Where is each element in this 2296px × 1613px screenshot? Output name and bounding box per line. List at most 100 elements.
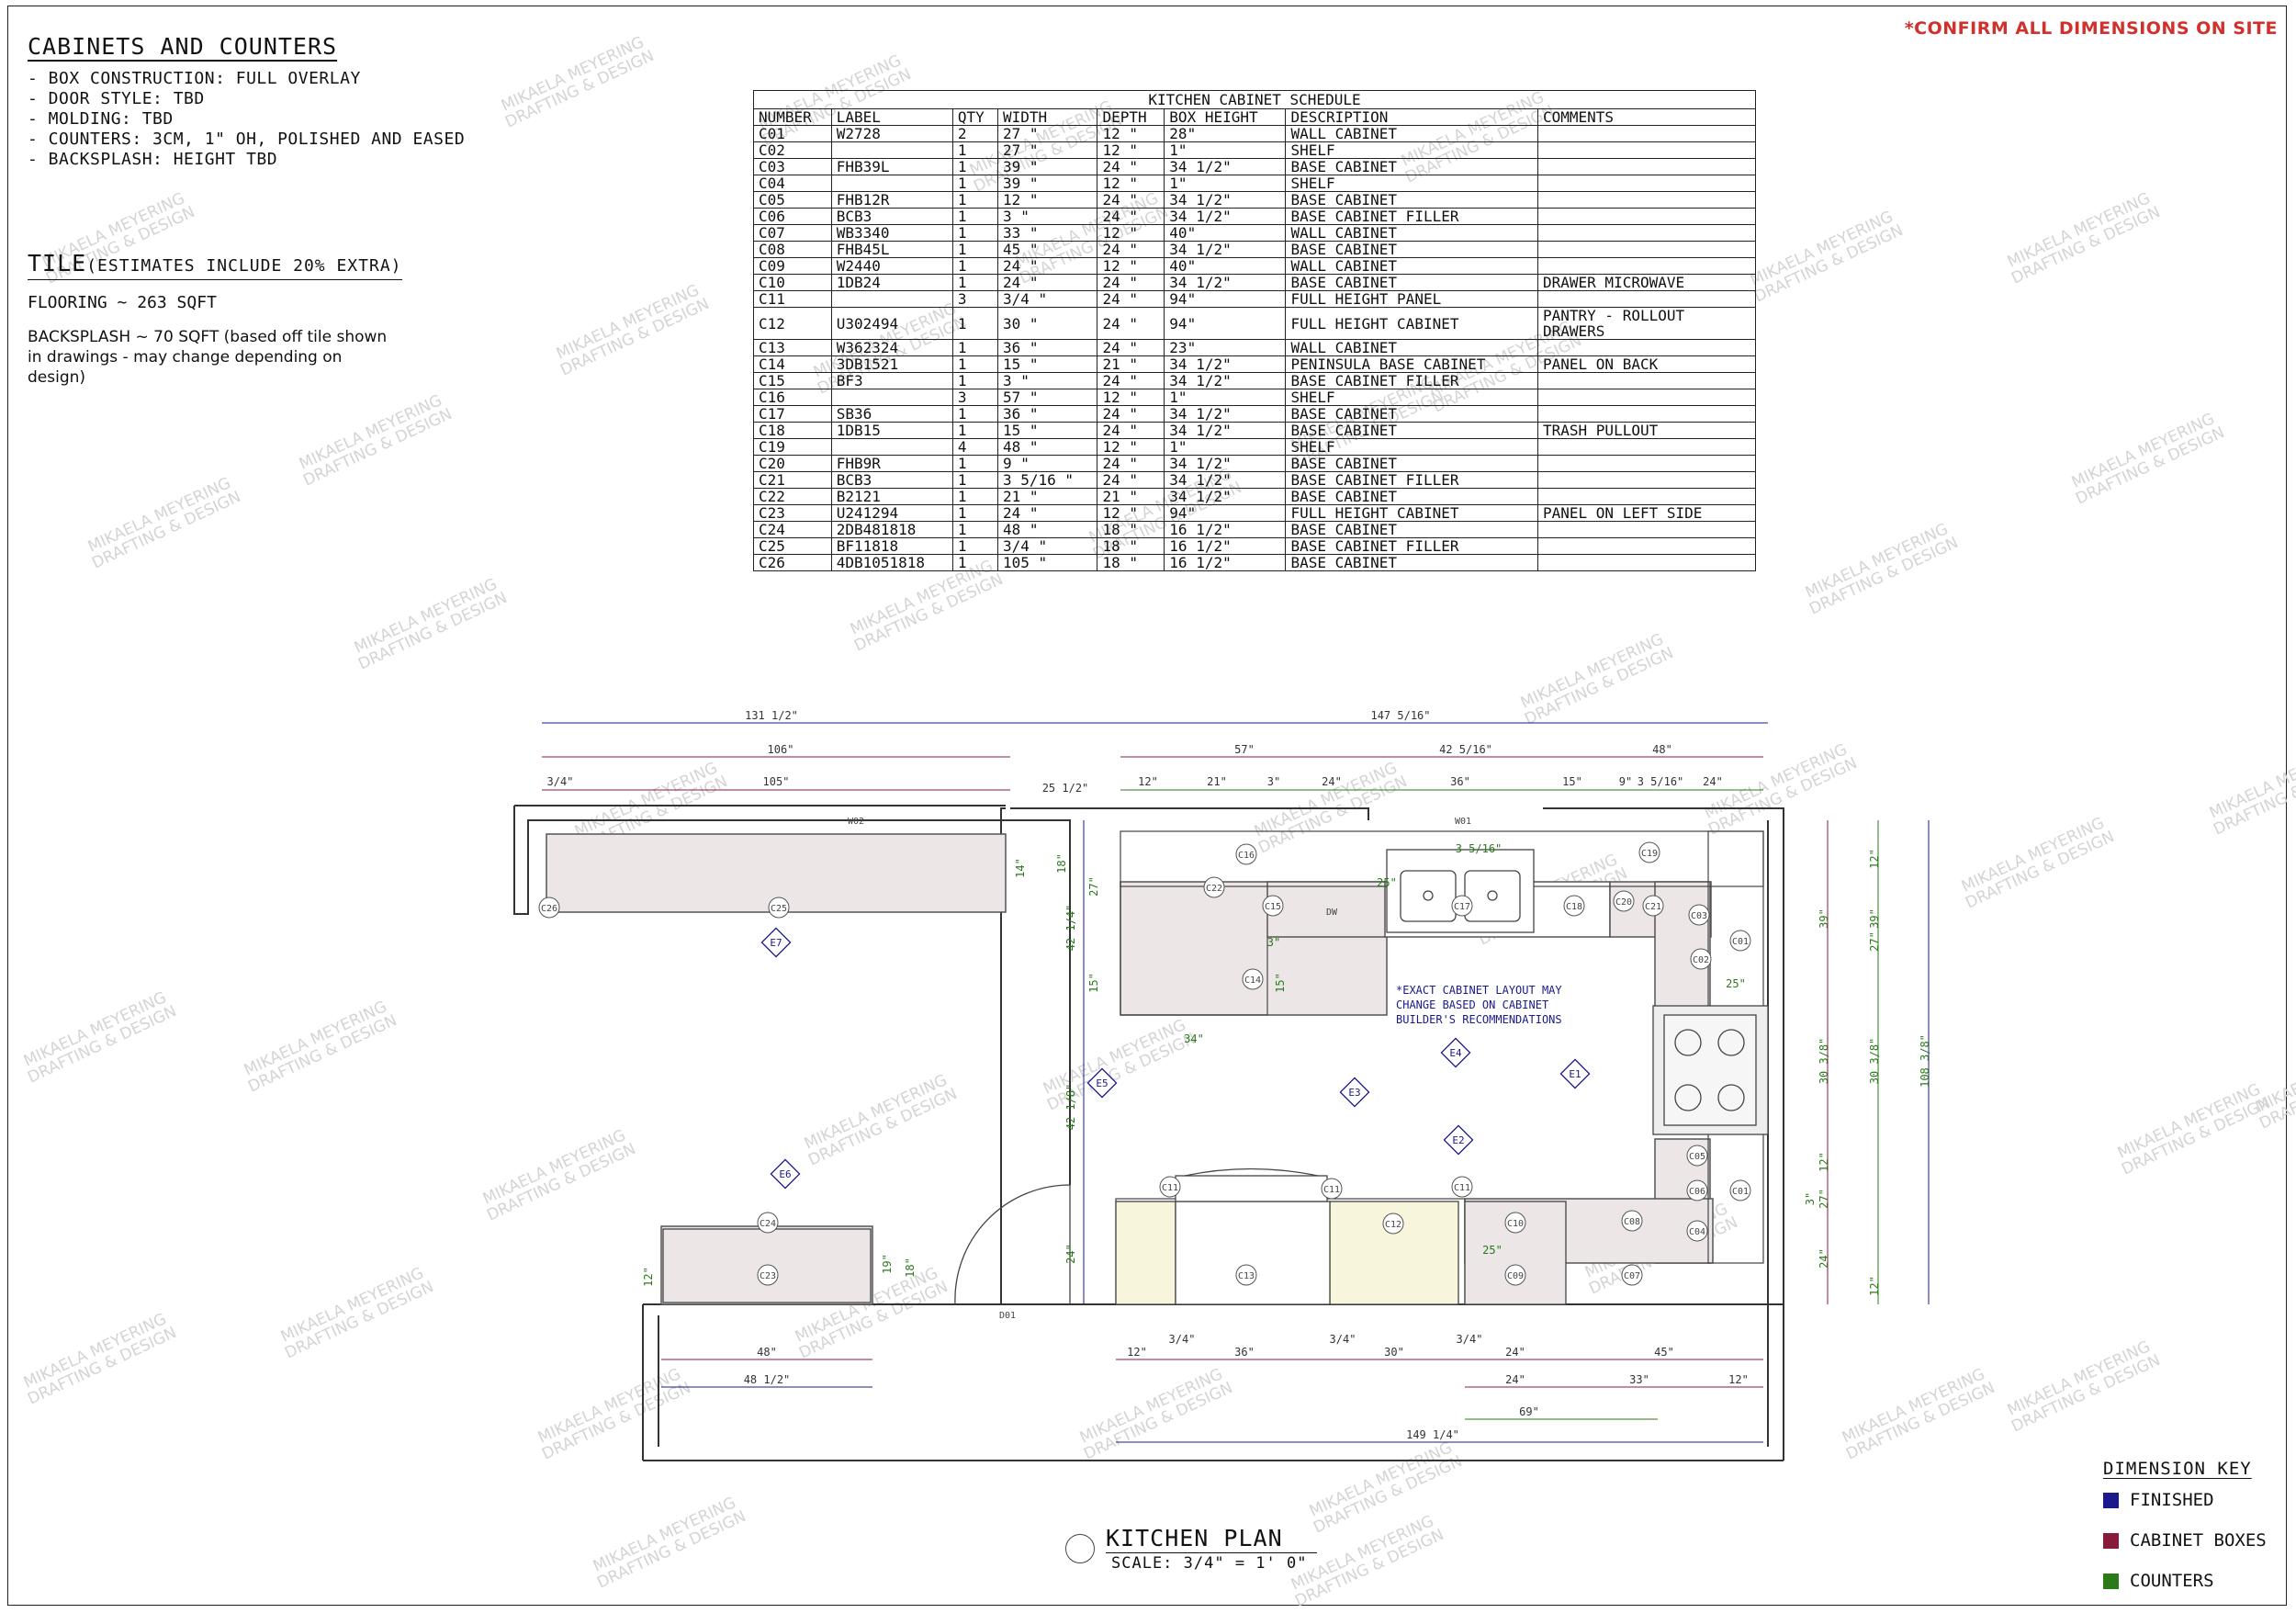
plan-note: *EXACT CABINET LAYOUT MAY CHANGE BASED O…: [1396, 984, 1562, 1026]
dimension-labels-left: 42 1/4"42 1/8"27"15"15"34"24"18"19"12"18…: [642, 842, 1746, 1287]
cabinet-tag-circle: [1235, 1264, 1257, 1286]
cabinet-tag-circle: [1638, 841, 1660, 863]
dimension-label: C05: [1689, 1152, 1705, 1162]
schedule-cell: C13: [753, 339, 832, 356]
dimension-label: 27": [1087, 876, 1100, 897]
dimension-label: DW: [1326, 908, 1338, 918]
dimension-label: 18": [1055, 853, 1068, 874]
schedule-cell: 24 ": [1097, 455, 1165, 472]
schedule-cell: 21 ": [996, 488, 1098, 505]
cabinet-tag-circle: [1729, 930, 1751, 952]
key-item-cabinet-boxes: CABINET BOXES: [2103, 1530, 2287, 1551]
dimension-label: 12": [1127, 1346, 1147, 1359]
elevation-marker-diamond: [1443, 1124, 1474, 1156]
dimension-label: C04: [1689, 1227, 1705, 1237]
dimension-label: 39": [1868, 908, 1881, 929]
dimension-label: 3/4": [1330, 1333, 1356, 1346]
schedule-cell: 34 1/2": [1164, 191, 1287, 209]
dimension-labels-right: 12"39"27"30 3/8"30 3/8"108 3/8"12"27"24"…: [1804, 849, 1931, 1296]
schedule-cell: 94": [1164, 504, 1287, 522]
schedule-cell: 48 ": [996, 438, 1098, 456]
dimension-label: C11: [1454, 1183, 1470, 1193]
schedule-cell: BCB3: [830, 208, 953, 225]
cabinet-tag-circle: [1451, 895, 1473, 917]
dimension-label: 12": [1818, 1152, 1830, 1172]
dimension-label: 15": [1274, 973, 1287, 993]
dimension-label: C20: [1615, 897, 1632, 908]
note-line: - COUNTERS: 3CM, 1" OH, POLISHED AND EAS…: [28, 130, 466, 149]
schedule-cell: 21 ": [1097, 355, 1165, 373]
dimension-label: 48 1/2": [744, 1373, 791, 1386]
key-label: CABINET BOXES: [2130, 1530, 2267, 1551]
key-swatch: [2103, 1573, 2119, 1589]
schedule-cell: 15 ": [996, 422, 1098, 439]
schedule-cell: 1: [951, 554, 999, 571]
cabinet-tag-circle: [1642, 895, 1664, 917]
dimension-label: 3 5/16": [1638, 775, 1684, 788]
dimension-label: 33": [1629, 1373, 1649, 1386]
dimension-label: C22: [1206, 884, 1222, 894]
schedule-cell: 24 ": [1097, 274, 1165, 291]
elevation-marker-diamond: [1440, 1037, 1471, 1068]
dimension-label: 3 5/16": [1456, 842, 1503, 855]
dimension-label: E3: [1348, 1087, 1360, 1099]
schedule-cell: 105 ": [996, 554, 1098, 571]
schedule-cell: 12 ": [1097, 141, 1165, 159]
dimension-label: C17: [1454, 902, 1470, 912]
tile-title: TILE(ESTIMATES INCLUDE 20% EXTRA): [28, 250, 402, 280]
dimension-label: 27": [1818, 1189, 1830, 1209]
dimension-label: 12": [1868, 1276, 1881, 1296]
dimension-label: 3": [1267, 936, 1280, 949]
schedule-cell: U241294: [830, 504, 953, 522]
schedule-cell: SB36: [830, 405, 953, 423]
dimension-label: 106": [768, 743, 794, 756]
dimension-label: C16: [1238, 851, 1255, 861]
notes-title: CABINETS AND COUNTERS: [28, 33, 338, 60]
dimension-label: 25": [1482, 1244, 1503, 1257]
cabinet-tag-circle: [1203, 876, 1225, 898]
range: [1652, 1005, 1769, 1135]
schedule-cell: 23": [1164, 339, 1287, 356]
dimension-label: C11: [1162, 1183, 1178, 1193]
elevation-marker-diamond: [1339, 1077, 1370, 1108]
dimension-lines: [542, 722, 1930, 1443]
plan-title-circle-icon: [1065, 1534, 1095, 1563]
note-line: - BACKSPLASH: HEIGHT TBD: [28, 150, 278, 169]
schedule-cell: 16 1/2": [1164, 554, 1287, 571]
cabinet-tag-circle: [1382, 1213, 1404, 1235]
dimension-label: W02: [848, 817, 864, 827]
confirm-dimensions-note: *CONFIRM ALL DIMENSIONS ON SITE: [1904, 18, 2278, 39]
schedule-cell: BASE CABINET: [1285, 554, 1538, 571]
dimension-label: E4: [1449, 1047, 1462, 1059]
dimension-label: C21: [1645, 902, 1661, 912]
cabinet-tag-circle: [1563, 895, 1585, 917]
schedule-cell: 4DB1051818: [830, 554, 953, 571]
plan-scale: SCALE: 3/4" = 1' 0": [1111, 1554, 1308, 1573]
schedule-cell: 30 ": [996, 307, 1098, 340]
dimension-label: C07: [1624, 1271, 1640, 1281]
cabinet-tag-circle: [1242, 968, 1264, 990]
dimension-label: 34": [1184, 1032, 1204, 1045]
dimension-label: C23: [760, 1271, 776, 1281]
sheet-border: [7, 6, 2287, 1606]
schedule-cell: 34 1/2": [1164, 372, 1287, 389]
dimension-label: C19: [1641, 849, 1658, 859]
schedule-cell: C02: [753, 141, 832, 159]
dimension-label: C25: [771, 904, 787, 914]
cabinet-tag-circle: [1686, 1145, 1708, 1167]
dimension-label: 3/4": [1457, 1333, 1483, 1346]
dimension-label: C09: [1507, 1271, 1524, 1281]
plan-note-line: CHANGE BASED ON CABINET: [1396, 998, 1548, 1011]
tile-backsplash: BACKSPLASH ~ 70 SQFT (based off tile sho…: [28, 328, 388, 387]
schedule-cell: 24 ": [1097, 290, 1165, 308]
